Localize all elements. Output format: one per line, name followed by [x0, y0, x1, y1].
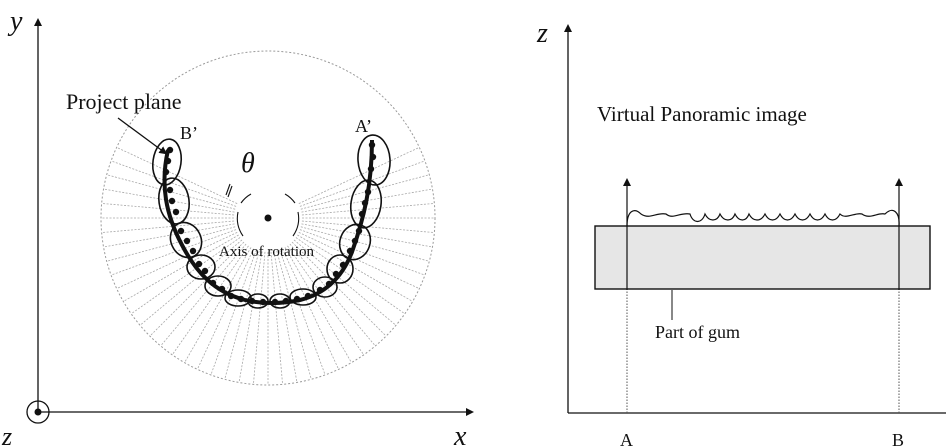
theta-pointer — [225, 183, 231, 196]
radial-line — [284, 247, 352, 362]
radial-line — [298, 147, 419, 204]
tooth-ellipse — [349, 179, 383, 229]
tooth-ellipse — [338, 223, 372, 261]
tooth-ellipse — [204, 275, 232, 297]
radial-line — [107, 226, 236, 262]
radial-line — [270, 251, 283, 384]
radial-line — [295, 237, 405, 314]
a-prime-label: A’ — [355, 116, 372, 136]
radial-line — [298, 232, 419, 289]
z-axis-label: z — [536, 18, 548, 49]
radial-line — [289, 243, 376, 346]
tooth-ellipse — [151, 138, 183, 186]
x-axis-label: x — [453, 421, 467, 448]
radial-line — [160, 243, 247, 346]
radial-line — [301, 203, 434, 216]
radial-line — [238, 251, 263, 382]
radial-line — [107, 174, 236, 210]
z-axis-dot — [34, 408, 42, 416]
a-label: A — [620, 430, 633, 448]
radial-line — [104, 223, 235, 248]
radial-line — [293, 239, 396, 326]
radial-line — [301, 188, 432, 213]
radial-line — [102, 220, 235, 233]
radial-line — [297, 234, 412, 302]
radial-line — [282, 248, 339, 369]
radial-line — [276, 250, 312, 379]
right-panel: z Virtual Panoramic image Part of gum A … — [536, 18, 946, 448]
project-plane-arrow — [117, 117, 168, 155]
tooth-ellipse — [357, 134, 391, 186]
tooth-ellipses — [151, 134, 391, 309]
radial-line — [273, 251, 298, 382]
part-of-gum-label: Part of gum — [655, 322, 740, 342]
arch-points — [162, 141, 377, 306]
radial-line — [279, 249, 326, 375]
radial-line — [300, 226, 429, 262]
gum-region — [594, 225, 931, 290]
radial-line — [117, 232, 238, 289]
radial-line — [150, 241, 245, 336]
axis-of-rotation-label: Axis of rotation — [219, 244, 314, 260]
radial-line — [111, 229, 237, 276]
radial-line — [253, 251, 266, 384]
teeth-crown-outline — [626, 209, 900, 227]
tooth-ellipse — [312, 276, 338, 298]
radial-line — [224, 250, 260, 379]
radial-line — [117, 147, 238, 204]
axis-of-rotation-point — [264, 214, 272, 222]
radial-line — [299, 160, 425, 207]
radial-line — [111, 160, 237, 207]
radial-line — [197, 248, 254, 369]
radial-line — [124, 234, 239, 302]
z-axis-origin — [26, 400, 50, 424]
rotation-circle — [100, 50, 436, 386]
radial-line — [300, 174, 429, 210]
radial-line — [210, 249, 257, 375]
radial-line — [140, 239, 243, 326]
b-prime-label: B’ — [180, 123, 198, 143]
tooth-ellipse — [247, 293, 269, 309]
radial-line — [102, 203, 235, 216]
project-plane-label: Project plane — [66, 89, 181, 114]
left-panel: y x z — [1, 6, 474, 448]
tooth-ellipse — [326, 254, 354, 284]
tooth-ellipse — [269, 293, 291, 309]
y-axis-label: y — [7, 6, 23, 37]
radial-projection-lines — [102, 147, 434, 384]
radial-line — [291, 241, 386, 336]
tooth-ellipse — [289, 288, 317, 306]
radial-line — [287, 245, 364, 355]
radial-line — [172, 245, 249, 355]
radial-line — [104, 188, 235, 213]
theta-label: θ — [241, 148, 255, 179]
radial-line — [301, 223, 432, 248]
b-label: B — [892, 430, 904, 448]
radial-line — [299, 229, 425, 276]
tooth-ellipse — [186, 254, 216, 280]
radial-line — [301, 220, 434, 233]
z-axis-label: z — [1, 422, 12, 448]
theta-angle-arcs — [236, 193, 300, 237]
theta-pointer — [227, 185, 233, 198]
radial-line — [131, 237, 241, 314]
radial-line — [184, 247, 252, 362]
panoramic-title: Virtual Panoramic image — [597, 102, 807, 126]
